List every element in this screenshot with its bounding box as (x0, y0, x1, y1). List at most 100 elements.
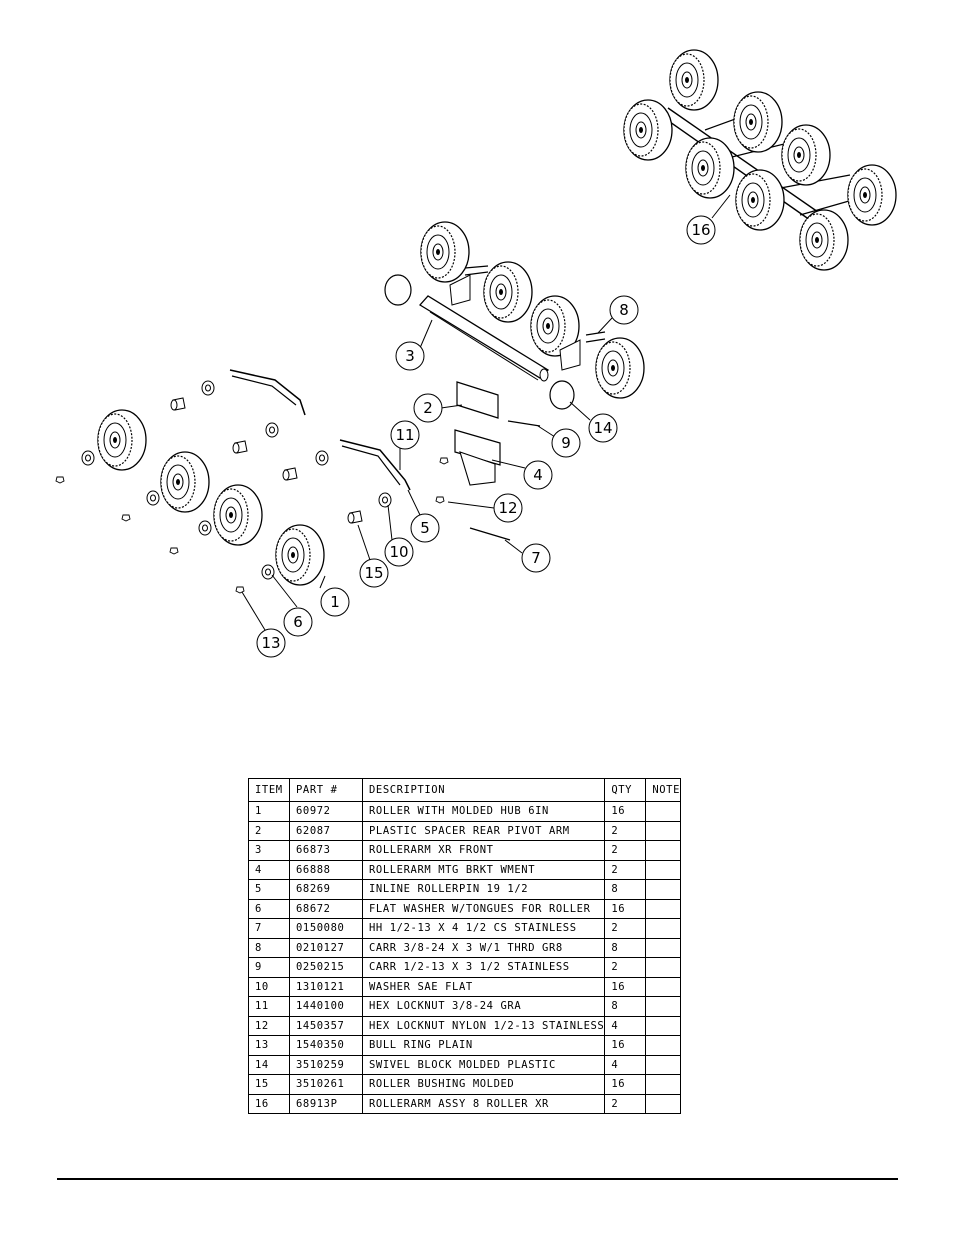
exploded-parts-diagram: 1 2 3 4 5 6 7 8 9 10 11 12 13 14 15 16 (55, 49, 897, 658)
callout-14: 14 (588, 413, 618, 443)
svg-text:4: 4 (533, 466, 543, 484)
svg-text:12: 12 (498, 499, 517, 517)
footer-divider (57, 1178, 898, 1180)
part-number-cell: 68913P (289, 1093, 363, 1114)
description-cell: SWIVEL BLOCK MOLDED PLASTIC (361, 1054, 606, 1075)
description-cell: ROLLERARM ASSY 8 ROLLER XR (361, 1093, 606, 1114)
callout-1: 1 (320, 587, 350, 617)
svg-text:1: 1 (330, 593, 340, 611)
callout-3: 3 (395, 341, 425, 371)
part-number-cell: 60972 (289, 801, 363, 822)
part-number-cell: 1310121 (289, 976, 363, 997)
item-cell: 13 (248, 1035, 290, 1056)
part-number-cell: 0210127 (289, 937, 363, 958)
part-number-cell: 68672 (289, 898, 363, 919)
description-cell: WASHER SAE FLAT (361, 976, 606, 997)
assembled-rollerarm (623, 49, 897, 271)
description-cell: INLINE ROLLERPIN 19 1/2 (361, 879, 606, 900)
note-cell (645, 996, 682, 1017)
note-cell (645, 918, 682, 939)
header-qty: QTY (604, 778, 647, 802)
qty-cell: 2 (604, 859, 647, 880)
svg-text:11: 11 (395, 426, 414, 444)
callout-13: 13 (256, 628, 286, 658)
note-cell (645, 1093, 682, 1114)
note-cell (645, 937, 682, 958)
callout-2: 2 (413, 393, 443, 423)
qty-cell: 8 (604, 996, 647, 1017)
note-cell (645, 1015, 682, 1036)
note-cell (645, 1035, 682, 1056)
item-cell: 2 (248, 820, 290, 841)
item-cell: 6 (248, 898, 290, 919)
note-cell (645, 957, 682, 978)
description-cell: PLASTIC SPACER REAR PIVOT ARM (361, 820, 606, 841)
description-cell: ROLLERARM XR FRONT (361, 840, 606, 861)
item-cell: 5 (248, 879, 290, 900)
svg-text:6: 6 (293, 613, 303, 631)
svg-text:10: 10 (389, 543, 408, 561)
callout-11: 11 (390, 420, 420, 450)
item-cell: 12 (248, 1015, 290, 1036)
header-note: NOTE (645, 778, 682, 802)
description-cell: ROLLER BUSHING MOLDED (361, 1074, 606, 1095)
qty-cell: 16 (604, 898, 647, 919)
callout-10: 10 (384, 537, 414, 567)
qty-cell: 2 (604, 1093, 647, 1114)
description-cell: FLAT WASHER W/TONGUES FOR ROLLER (361, 898, 606, 919)
leader-lines (241, 194, 731, 631)
qty-cell: 2 (604, 820, 647, 841)
part-number-cell: 1440100 (289, 996, 363, 1017)
qty-cell: 4 (604, 1015, 647, 1036)
qty-cell: 16 (604, 1074, 647, 1095)
callout-9: 9 (551, 428, 581, 458)
svg-text:14: 14 (593, 419, 612, 437)
qty-cell: 16 (604, 1035, 647, 1056)
svg-text:5: 5 (420, 519, 430, 537)
part-number-cell: 1540350 (289, 1035, 363, 1056)
part-number-cell: 66873 (289, 840, 363, 861)
part-number-cell: 0150080 (289, 918, 363, 939)
lower-exploded-parts (55, 369, 411, 594)
header-item: ITEM (248, 778, 290, 802)
qty-cell: 2 (604, 918, 647, 939)
svg-text:13: 13 (261, 634, 280, 652)
svg-text:3: 3 (405, 347, 415, 365)
item-cell: 11 (248, 996, 290, 1017)
description-cell: ROLLER WITH MOLDED HUB 6IN (361, 801, 606, 822)
item-cell: 1 (248, 801, 290, 822)
qty-cell: 8 (604, 879, 647, 900)
description-cell: CARR 3/8-24 X 3 W/1 THRD GR8 (361, 937, 606, 958)
item-cell: 10 (248, 976, 290, 997)
callout-5: 5 (410, 513, 440, 543)
note-cell (645, 976, 682, 997)
header-description: DESCRIPTION (361, 778, 606, 802)
svg-text:15: 15 (364, 564, 383, 582)
part-number-cell: 3510259 (289, 1054, 363, 1075)
note-cell (645, 898, 682, 919)
description-cell: HH 1/2-13 X 4 1/2 CS STAINLESS (361, 918, 606, 939)
note-cell (645, 1054, 682, 1075)
item-cell: 14 (248, 1054, 290, 1075)
callout-12: 12 (493, 493, 523, 523)
note-cell (645, 801, 682, 822)
callout-15: 15 (359, 558, 389, 588)
note-cell (645, 840, 682, 861)
item-cell: 16 (248, 1093, 290, 1114)
part-number-cell: 62087 (289, 820, 363, 841)
description-cell: CARR 1/2-13 X 3 1/2 STAINLESS (361, 957, 606, 978)
